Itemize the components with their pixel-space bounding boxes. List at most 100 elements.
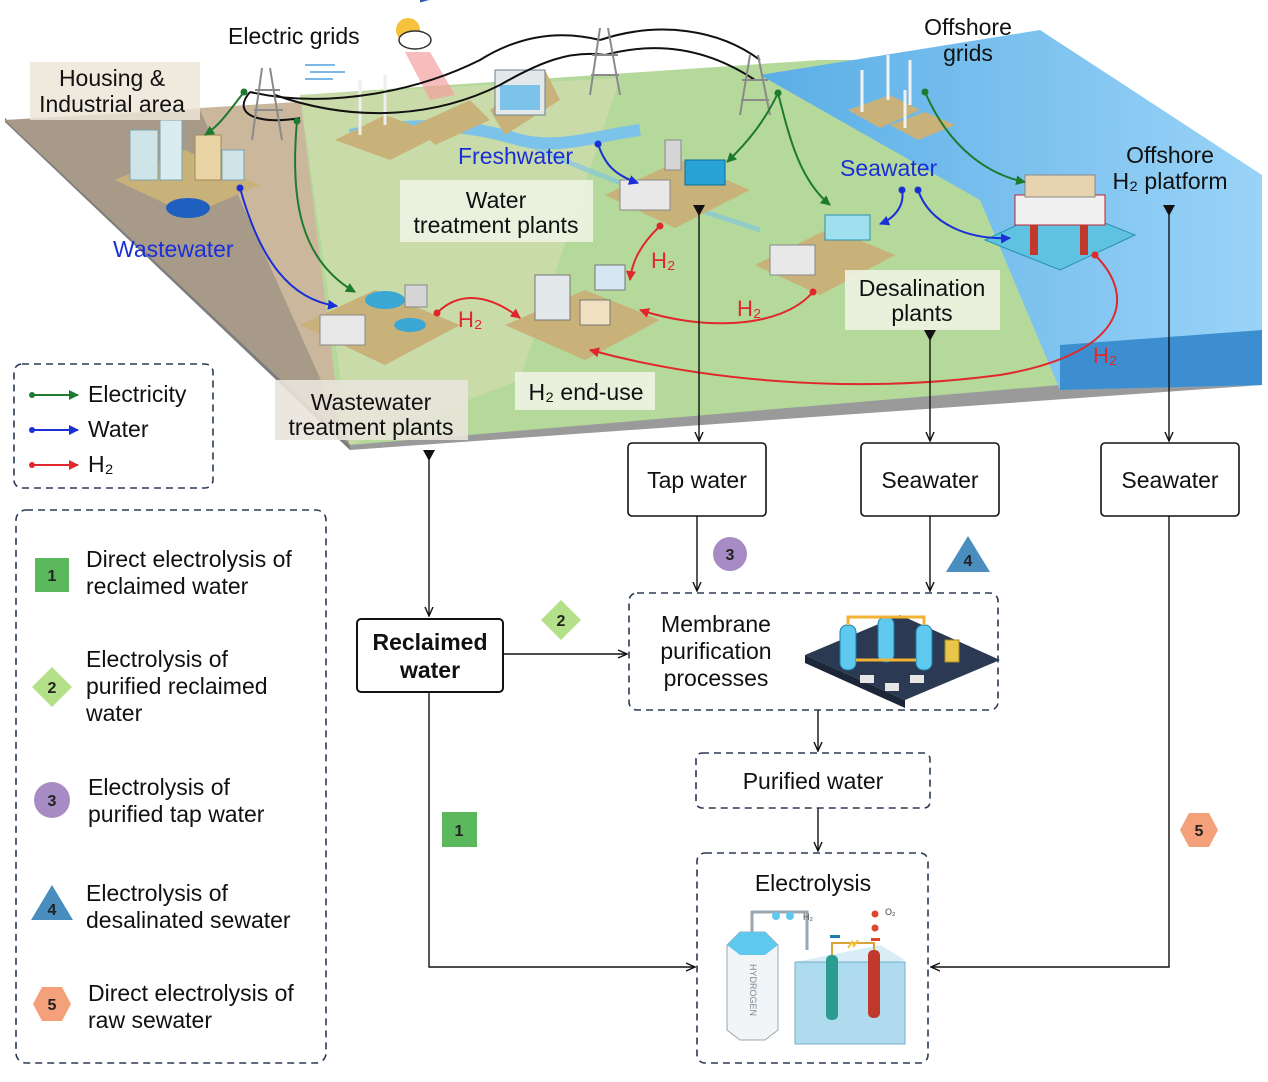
seawater-desal-label: Seawater [881, 467, 979, 493]
seawater-raw-box: Seawater [1100, 442, 1240, 517]
offshore-grids-label-2: grids [943, 40, 993, 66]
legend-h2: H₂ [88, 451, 114, 477]
h2-end-use-label: H₂ end-use [528, 379, 643, 405]
electric-grids-label: Electric grids [228, 23, 360, 49]
legend-water: Water [88, 416, 149, 442]
membrane-label-2: purification [660, 638, 771, 664]
marker-5-hexagon-icon [1180, 813, 1218, 847]
water-treatment-label-1: Water [466, 187, 527, 213]
electricity-flows [204, 88, 1026, 293]
h2-flows [433, 222, 1119, 386]
wastewater-treatment-label-1: Wastewater [311, 389, 432, 415]
pathway-5-hexagon-icon [33, 987, 71, 1021]
pathway-4-triangle-icon [31, 885, 73, 920]
pathway-1-number: 1 [48, 568, 57, 585]
sun-cloud-icon [396, 18, 455, 100]
offshore-platform-icon [983, 174, 1137, 271]
marker-5-number: 5 [1195, 823, 1204, 840]
seawater-desal-box: Seawater [860, 442, 1000, 517]
electrolysis-cell-icon: H₂ O₂ [772, 907, 906, 1045]
wind-icon [305, 64, 345, 80]
marker-1-number: 1 [455, 823, 464, 840]
purified-water-label: Purified water [743, 768, 884, 794]
reclaimed-label-2: water [399, 657, 460, 683]
seawater-landscape-label: Seawater [840, 155, 938, 181]
purified-water-box: Purified water [695, 752, 931, 809]
h2-label-water-treatment: H₂ [651, 248, 675, 273]
tap-water-box: Tap water [627, 442, 767, 517]
tap-water-label: Tap water [647, 467, 747, 493]
flow-connectors [428, 516, 1170, 967]
pathway-4-line-1: Electrolysis of [86, 880, 228, 906]
desalination-plant-icon [755, 214, 895, 295]
water-treatment-label-2: treatment plants [414, 212, 579, 238]
pathway-legend: 1 Direct electrolysis of reclaimed water… [15, 509, 327, 1064]
h2-label-offshore: H₂ [1093, 343, 1117, 368]
h2-label-desalination: H₂ [737, 296, 761, 321]
pathway-5-line-1: Direct electrolysis of [88, 980, 294, 1006]
pathway-5-line-2: raw sewater [88, 1007, 212, 1033]
pathway-1-square-icon [35, 558, 69, 592]
housing-label-2: Industrial area [39, 91, 185, 117]
housing-icon [115, 119, 260, 218]
flow-legend: Electricity Water H₂ [13, 363, 214, 489]
marker-4-number: 4 [964, 553, 973, 570]
hydrogen-tank-icon: HYDROGEN [726, 910, 809, 1041]
marker-1-square-icon [442, 812, 477, 847]
tank-label: HYDROGEN [748, 964, 758, 1016]
o2-bubble-label: O₂ [885, 907, 896, 917]
seawater-raw-label: Seawater [1121, 467, 1219, 493]
h2-end-use-icon [505, 264, 660, 360]
water-flows [236, 140, 1011, 310]
pathway-4-number: 4 [48, 902, 57, 919]
marker-2-diamond-icon [541, 600, 581, 640]
pathway-2-number: 2 [48, 680, 57, 697]
electrolysis-label: Electrolysis [755, 870, 871, 896]
freshwater-label: Freshwater [458, 143, 573, 169]
offshore-grids-label-1: Offshore [924, 14, 1012, 40]
electrolysis-box: Electrolysis HYDROGEN H₂ O₂ [696, 852, 929, 1064]
wastewater-plant-icon [300, 284, 460, 365]
membrane-box: Membrane purification processes [628, 592, 1000, 711]
pathway-2-line-2: purified reclaimed [86, 673, 268, 699]
wastewater-treatment-label-2: treatment plants [289, 414, 454, 440]
power-lines [242, 28, 761, 122]
marker-4-triangle-icon [946, 536, 990, 572]
pathway-1-line-1: Direct electrolysis of [86, 546, 292, 572]
source-connectors [423, 205, 1175, 615]
offshore-platform-label-2: H₂ platform [1112, 168, 1227, 194]
pathway-4-line-2: desalinated sewater [86, 907, 291, 933]
landscape-block [5, 30, 1262, 450]
landscape-labels: Electric grids Offshore grids Housing & … [30, 14, 1228, 440]
pathway-3-line-2: purified tap water [88, 801, 265, 827]
h2-bubble-label: H₂ [803, 912, 813, 922]
legend-electricity: Electricity [88, 381, 187, 407]
desalination-label-1: Desalination [859, 275, 986, 301]
pathway-2-diamond-icon [32, 667, 72, 707]
h2-label-wastewater: H₂ [458, 307, 482, 332]
offshore-platform-label-1: Offshore [1126, 142, 1214, 168]
transmission-towers [251, 27, 771, 141]
wastewater-label: Wastewater [113, 236, 234, 262]
marker-3-circle-icon [713, 537, 747, 571]
wind-solar-hydro-icon [335, 0, 560, 160]
pathway-2-line-3: water [85, 700, 143, 726]
desalination-label-2: plants [891, 300, 952, 326]
reclaimed-label-1: Reclaimed [372, 629, 487, 655]
water-treatment-plant-icon [605, 139, 750, 228]
marker-2-number: 2 [557, 613, 566, 630]
marker-3-number: 3 [726, 547, 735, 564]
pathway-3-line-1: Electrolysis of [88, 774, 230, 800]
membrane-unit-icon [805, 615, 1000, 708]
membrane-label-1: Membrane [661, 611, 771, 637]
pathway-5-number: 5 [48, 997, 57, 1014]
pathway-3-circle-icon [34, 782, 70, 818]
membrane-label-3: processes [664, 665, 769, 691]
reclaimed-water-box: Reclaimed water [356, 618, 504, 693]
pathway-1-line-2: reclaimed water [86, 573, 249, 599]
pathway-markers: 3 4 2 1 5 [442, 536, 1218, 847]
housing-label-1: Housing & [59, 65, 165, 91]
pathway-2-line-1: Electrolysis of [86, 646, 228, 672]
